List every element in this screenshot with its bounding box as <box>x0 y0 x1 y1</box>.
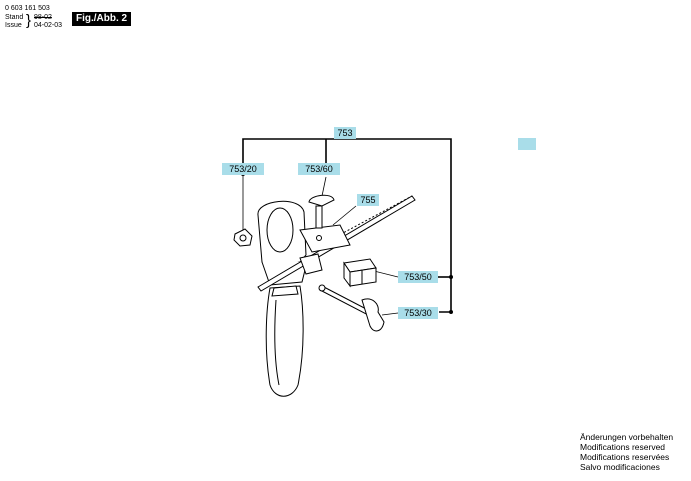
color-swatch <box>518 138 536 150</box>
callout-753-30: 753/30 <box>398 307 438 319</box>
part-number: 0 603 161 503 <box>5 5 50 12</box>
clamp-bracket-part <box>299 224 351 275</box>
callout-753-60: 753/60 <box>298 163 340 175</box>
note-de: Änderungen vorbehalten <box>580 432 674 442</box>
wing-bolt-part <box>308 194 335 241</box>
note-es: Salvo modificaciones <box>580 462 660 472</box>
figure-badge: Fig./Abb. 2 <box>72 12 132 26</box>
stand-value: 98-02 <box>34 14 52 21</box>
issue-value: 04-02-03 <box>34 22 63 29</box>
brace-icon: } <box>26 12 32 29</box>
callout-753-20: 753/20 <box>222 163 264 175</box>
issue-label: Issue <box>5 22 22 29</box>
auxiliary-handle-part <box>257 200 308 397</box>
note-en: Modifications reserved <box>580 442 666 452</box>
stand-label: Stand <box>5 14 24 21</box>
callout-753: 753 <box>334 127 356 139</box>
note-fr: Modifications reservées <box>580 452 670 462</box>
slide-block-part <box>343 258 377 288</box>
callout-753-50: 753/50 <box>398 271 438 283</box>
modification-notes: Änderungen vorbehalten Modifications res… <box>580 432 673 472</box>
callout-755: 755 <box>357 194 379 206</box>
leader-lines <box>242 138 452 313</box>
wing-nut-part <box>233 228 253 247</box>
threaded-bolt-part <box>318 284 385 332</box>
